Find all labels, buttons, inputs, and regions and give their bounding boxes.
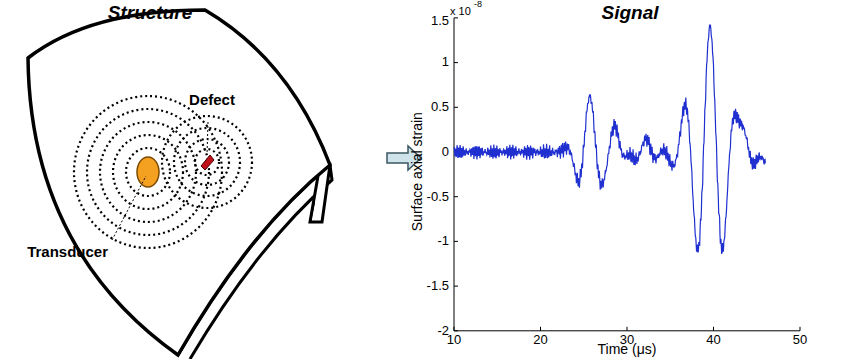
tick-label: 10 [447, 333, 461, 347]
x-tick [627, 327, 628, 331]
tick-label: -0.5 [427, 190, 449, 204]
scale-label: -8 [474, 0, 482, 10]
tick-label: 20 [533, 333, 547, 347]
y-tick [454, 62, 458, 63]
shell-flange-edge [310, 202, 314, 222]
y-tick [454, 107, 458, 108]
tick-label: -1 [437, 234, 449, 248]
scattered-waves [162, 116, 252, 208]
transducer-leader [112, 176, 146, 240]
y-tick [454, 241, 458, 242]
tick-label: 0.5 [431, 100, 449, 114]
tick-label: 1 [442, 55, 449, 69]
tick-label: 1.5 [431, 14, 449, 28]
part-label: Transducer [27, 244, 108, 261]
part-label: Defect [189, 92, 235, 109]
x-tick [454, 327, 455, 331]
defect-mark [201, 155, 214, 170]
transducer-disc [137, 157, 159, 187]
defect-leader [207, 122, 208, 155]
axis-label: Surface axial strain [410, 112, 425, 231]
x-tick [800, 327, 801, 331]
y-tick [454, 17, 458, 18]
y-tick [454, 286, 458, 287]
strain-signal [454, 26, 765, 254]
tick-label: -1.5 [427, 279, 449, 293]
curved-shell [28, 10, 330, 355]
panel-title: Signal [601, 3, 658, 24]
tick-label: 0 [442, 145, 449, 159]
y-tick [454, 196, 458, 197]
tick-label: 40 [706, 333, 720, 347]
tick-label: 50 [793, 333, 807, 347]
panel-title: Structure [108, 3, 192, 24]
y-tick [454, 330, 458, 331]
axis-label: Time (μs) [598, 342, 657, 357]
x-tick [713, 327, 714, 331]
plot-axes [454, 18, 800, 331]
scale-label: x 10 [450, 5, 471, 17]
wave-fronts [74, 96, 222, 248]
x-tick [540, 327, 541, 331]
